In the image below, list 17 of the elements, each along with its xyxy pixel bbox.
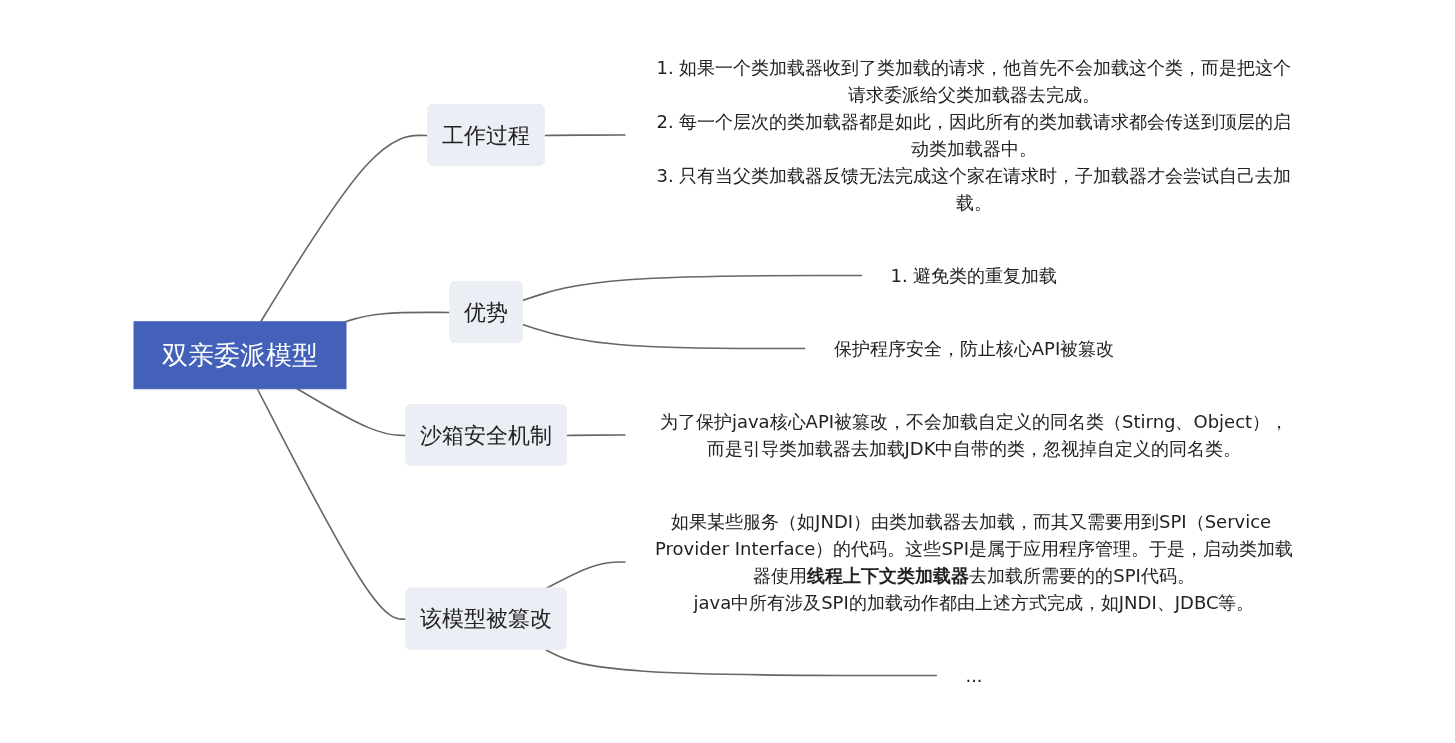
connector xyxy=(295,387,407,437)
connector xyxy=(544,561,627,590)
node-text: 1. 避免类的重复加载 xyxy=(890,265,1057,286)
connector xyxy=(259,134,429,323)
connector xyxy=(544,648,938,677)
connector xyxy=(344,311,451,323)
connector xyxy=(521,274,863,302)
node-text: 为了保护java核心API被篡改，不会加载自定义的同名类（Stirng、Object），而是引导类加载器去加载JDK中自带的类，忽视掉自定义的同名类。 xyxy=(659,411,1288,459)
node-text: 1. 如果一个类加载器收到了类加载的请求，他首先不会加载这个类，而是把这个请求委派给父类加载器去完成。 2. 每一个层次的类加载器都是如此，因此所有的类加载请求都会传送到顶层的启动类加载器中。 3. 只有当父类加载器反馈无法完成这个家在请求时，子加载器才会尝试自己去加载。 xyxy=(656,57,1291,213)
connector xyxy=(521,323,807,350)
connector xyxy=(256,387,407,621)
connector xyxy=(565,434,627,437)
node-text: 如果某些服务（如JNDI）由类加载器去加载，而其又需要用到SPI（Service Provider Interface）的代码。这些SPI是属于应用程序管理。于是，启动类加载器使用线程上下文类加载器去加载所需要的的SPI代码。 java中所有涉及SPI的加载动作都由上述方式完成，如JNDI、JDBC等。 xyxy=(654,511,1293,613)
connector xyxy=(543,134,627,137)
node-box: 双亲委派模型 xyxy=(133,321,346,390)
node-text: ... xyxy=(964,665,983,686)
node-text: 保护程序安全，防止核心API被篡改 xyxy=(833,338,1114,359)
